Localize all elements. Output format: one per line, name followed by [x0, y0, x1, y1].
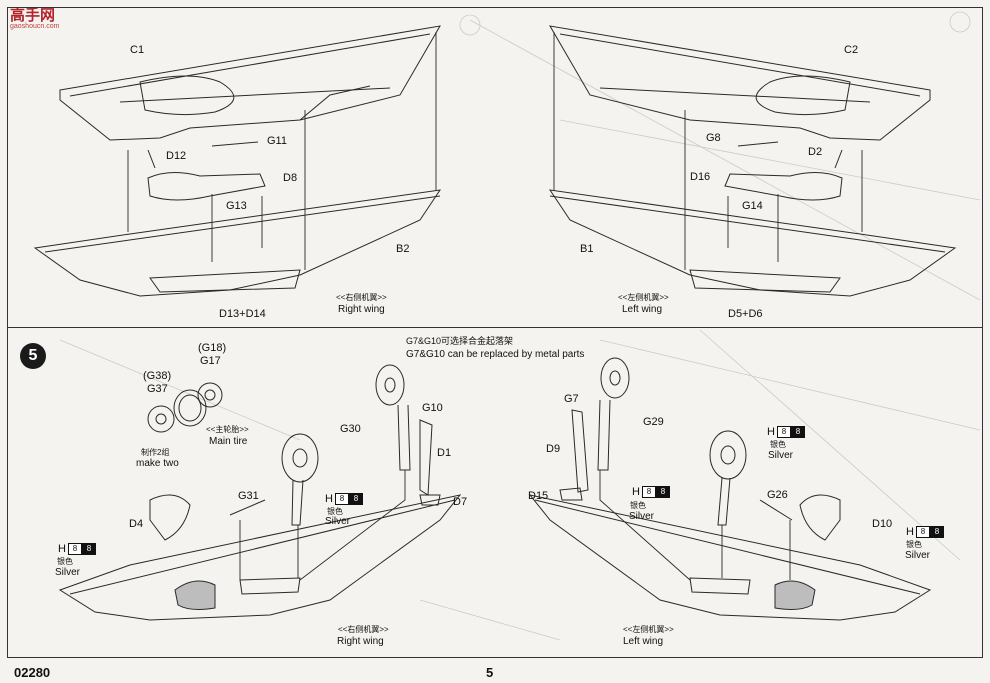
label-c2: C2: [844, 44, 859, 56]
left-wing-caption-top: Left wing: [622, 304, 663, 315]
metal-parts-note: G7&G10 can be replaced by metal parts: [406, 349, 585, 360]
silver-label-5: Silver: [905, 550, 931, 561]
label-g29: G29: [643, 416, 664, 428]
bottom-right-gear-leg: [559, 357, 793, 526]
label-d4: D4: [129, 518, 144, 530]
label-g13: G13: [226, 200, 247, 212]
label-c1: C1: [130, 44, 145, 56]
label-b2: B2: [396, 243, 410, 255]
label-g17: G17: [200, 355, 221, 367]
silver-label-cn-1: 银色: [327, 507, 343, 516]
label-g8: G8: [706, 132, 721, 144]
color-code-black: 8: [929, 526, 944, 538]
left-wing-caption-bottom: Left wing: [623, 636, 664, 647]
top-right-leader-lines: [553, 32, 863, 270]
color-callout-1: H 8 8: [325, 493, 363, 505]
color-code-black: 8: [790, 426, 805, 438]
color-callout-3: H 8 8: [632, 486, 670, 498]
make-two-note: make two: [136, 458, 179, 469]
watermark-title: 高手网: [10, 7, 56, 24]
page-frame: [7, 7, 983, 658]
top-right-lower-wing: [548, 189, 957, 297]
metal-parts-note-cn: G7&G10可选择合金起落架: [406, 336, 514, 346]
color-letter: H: [58, 543, 66, 555]
bleed-through-lines: [59, 11, 981, 641]
color-code-white: 8: [776, 426, 791, 438]
color-code-white: 8: [67, 543, 82, 555]
right-wing-caption-top: Right wing: [338, 304, 385, 315]
label-d10: D10: [872, 518, 893, 530]
color-letter: H: [767, 426, 775, 438]
color-code-white: 8: [334, 493, 349, 505]
page-number: 5: [486, 665, 494, 680]
label-g38: (G38): [143, 370, 172, 382]
label-d15: D15: [528, 490, 549, 502]
tire-parts: [147, 382, 223, 433]
label-g30: G30: [340, 423, 361, 435]
label-g11: G11: [267, 135, 287, 147]
color-code-white: 8: [641, 486, 656, 498]
top-left-lower-wing: [33, 189, 442, 297]
label-d13-d14: D13+D14: [219, 308, 266, 320]
silver-label-cn-5: 银色: [906, 540, 922, 549]
silver-label-2: Silver: [55, 567, 81, 578]
main-tire-caption: Main tire: [209, 436, 248, 447]
top-right-upper-wing: [549, 25, 931, 141]
color-letter: H: [906, 526, 914, 538]
color-callout-4: H 8 8: [767, 426, 805, 438]
color-callout-5: H 8 8: [906, 526, 944, 538]
silver-label-cn-4: 银色: [770, 440, 786, 449]
label-d12: D12: [166, 150, 187, 162]
silver-label-4: Silver: [768, 450, 794, 461]
main-tire-caption-cn: <<主轮胎>>: [206, 425, 249, 434]
label-d9: D9: [546, 443, 561, 455]
label-g7: G7: [564, 393, 579, 405]
top-left-upper-wing: [59, 25, 441, 141]
color-code-black: 8: [655, 486, 670, 498]
label-d5-d6: D5+D6: [728, 308, 763, 320]
color-code-black: 8: [81, 543, 96, 555]
bottom-right-wing: [528, 494, 932, 621]
left-wing-caption-cn-top: <<左侧机翼>>: [618, 293, 669, 302]
color-letter: H: [325, 493, 333, 505]
label-d16: D16: [690, 171, 711, 183]
label-g10: G10: [422, 402, 443, 414]
label-g14: G14: [742, 200, 763, 212]
color-code-white: 8: [915, 526, 930, 538]
top-left-gear-parts: [147, 141, 266, 201]
label-d8: D8: [283, 172, 298, 184]
bottom-left-leader-lines: [239, 470, 406, 581]
left-wing-caption-cn-bottom: <<左侧机翼>>: [623, 625, 674, 634]
top-right-gear-parts: [724, 141, 843, 201]
label-b1: B1: [580, 243, 594, 255]
label-g31: G31: [238, 490, 259, 502]
color-code-black: 8: [348, 493, 363, 505]
right-wing-caption-cn-bottom: <<右侧机翼>>: [338, 625, 389, 634]
section-divider: [7, 327, 983, 328]
label-g18: (G18): [198, 342, 227, 354]
label-g37: G37: [147, 383, 168, 395]
step-number-badge: 5: [20, 343, 46, 369]
color-callout-2: H 8 8: [58, 543, 96, 555]
product-code: 02280: [14, 665, 51, 680]
label-d7: D7: [453, 496, 468, 508]
bottom-right-leader-lines: [599, 470, 791, 581]
watermark-subtitle: gaoshoucn.com: [10, 23, 60, 30]
silver-label-1: Silver: [325, 516, 351, 527]
right-wing-caption-cn-top: <<右侧机翼>>: [336, 293, 387, 302]
silver-label-cn-3: 银色: [630, 501, 646, 510]
silver-label-cn-2: 银色: [57, 557, 73, 566]
label-g26: G26: [767, 489, 788, 501]
label-d2: D2: [808, 146, 823, 158]
right-wing-caption-bottom: Right wing: [337, 636, 384, 647]
label-d1: D1: [437, 447, 452, 459]
bottom-left-wing: [58, 494, 462, 621]
make-two-note-cn: 制作2组: [141, 448, 170, 457]
top-left-leader-lines: [127, 32, 437, 270]
color-letter: H: [632, 486, 640, 498]
silver-label-3: Silver: [629, 511, 655, 522]
watermark-logo: 高手网 gaoshoucn.com: [10, 4, 59, 30]
